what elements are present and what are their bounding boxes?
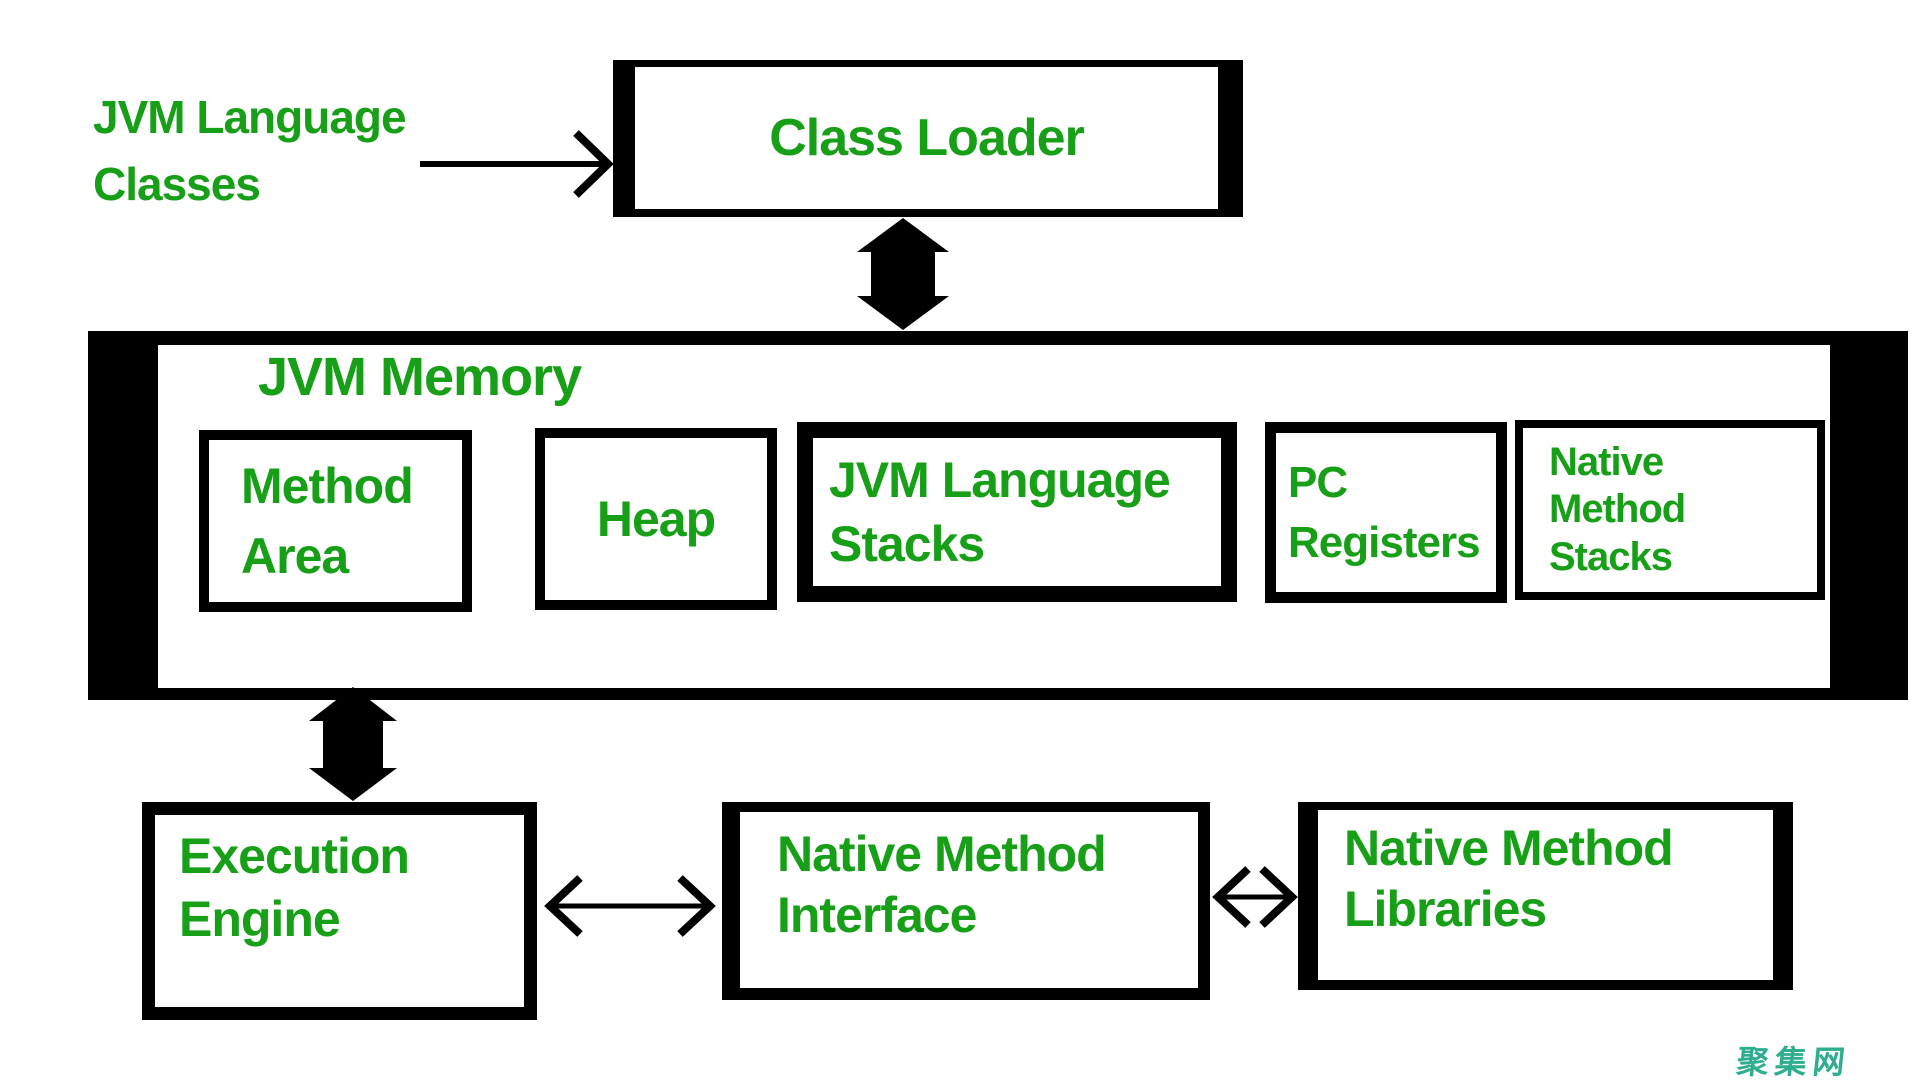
node-native-method-stacks: Native Method Stacks (1515, 420, 1825, 600)
node-pc-registers: PC Registers (1265, 422, 1507, 603)
node-label: Class Loader (769, 109, 1085, 167)
node-execution-engine: Execution Engine (142, 802, 537, 1020)
site-watermark: 聚集网 (1734, 1044, 1853, 1080)
node-label: Execution (179, 828, 410, 884)
node-label: Method (1549, 487, 1686, 532)
node-label: Native Method (777, 826, 1107, 882)
arrow-classes-to-classloader-icon (420, 130, 614, 198)
node-jvm-language-stacks: JVM Language Stacks (797, 422, 1237, 602)
node-label: Area (241, 528, 349, 584)
arrow-classloader-jvmmemory-icon (857, 218, 949, 330)
arrow-executionengine-nmi-icon (544, 875, 716, 937)
label-jvm-language-classes: JVM Language Classes (93, 84, 407, 217)
node-label: Method (241, 458, 414, 514)
node-label: JVM Language (829, 452, 1171, 508)
node-native-method-interface: Native Method Interface (722, 802, 1210, 1000)
node-label: Native Method (1344, 820, 1674, 876)
node-label: Native (1549, 440, 1664, 485)
node-label: Stacks (1549, 534, 1673, 579)
node-heap: Heap (535, 428, 777, 610)
node-label: PC (1288, 458, 1348, 508)
node-method-area: Method Area (199, 430, 472, 612)
arrow-nmi-nml-icon (1212, 866, 1298, 928)
node-label: Interface (777, 887, 977, 943)
arrow-jvmmemory-executionengine-icon (309, 687, 397, 801)
label-line: JVM Language (93, 91, 407, 143)
node-label: Libraries (1344, 881, 1547, 937)
node-label: Heap (596, 491, 716, 547)
label-line: Classes (93, 157, 261, 210)
node-native-method-libraries: Native Method Libraries (1298, 802, 1793, 990)
node-label: Engine (179, 891, 341, 947)
node-label: Registers (1288, 517, 1481, 567)
node-label: Stacks (829, 516, 985, 572)
jvm-memory-title: JVM Memory (258, 347, 582, 407)
node-class-loader: Class Loader (613, 60, 1243, 217)
